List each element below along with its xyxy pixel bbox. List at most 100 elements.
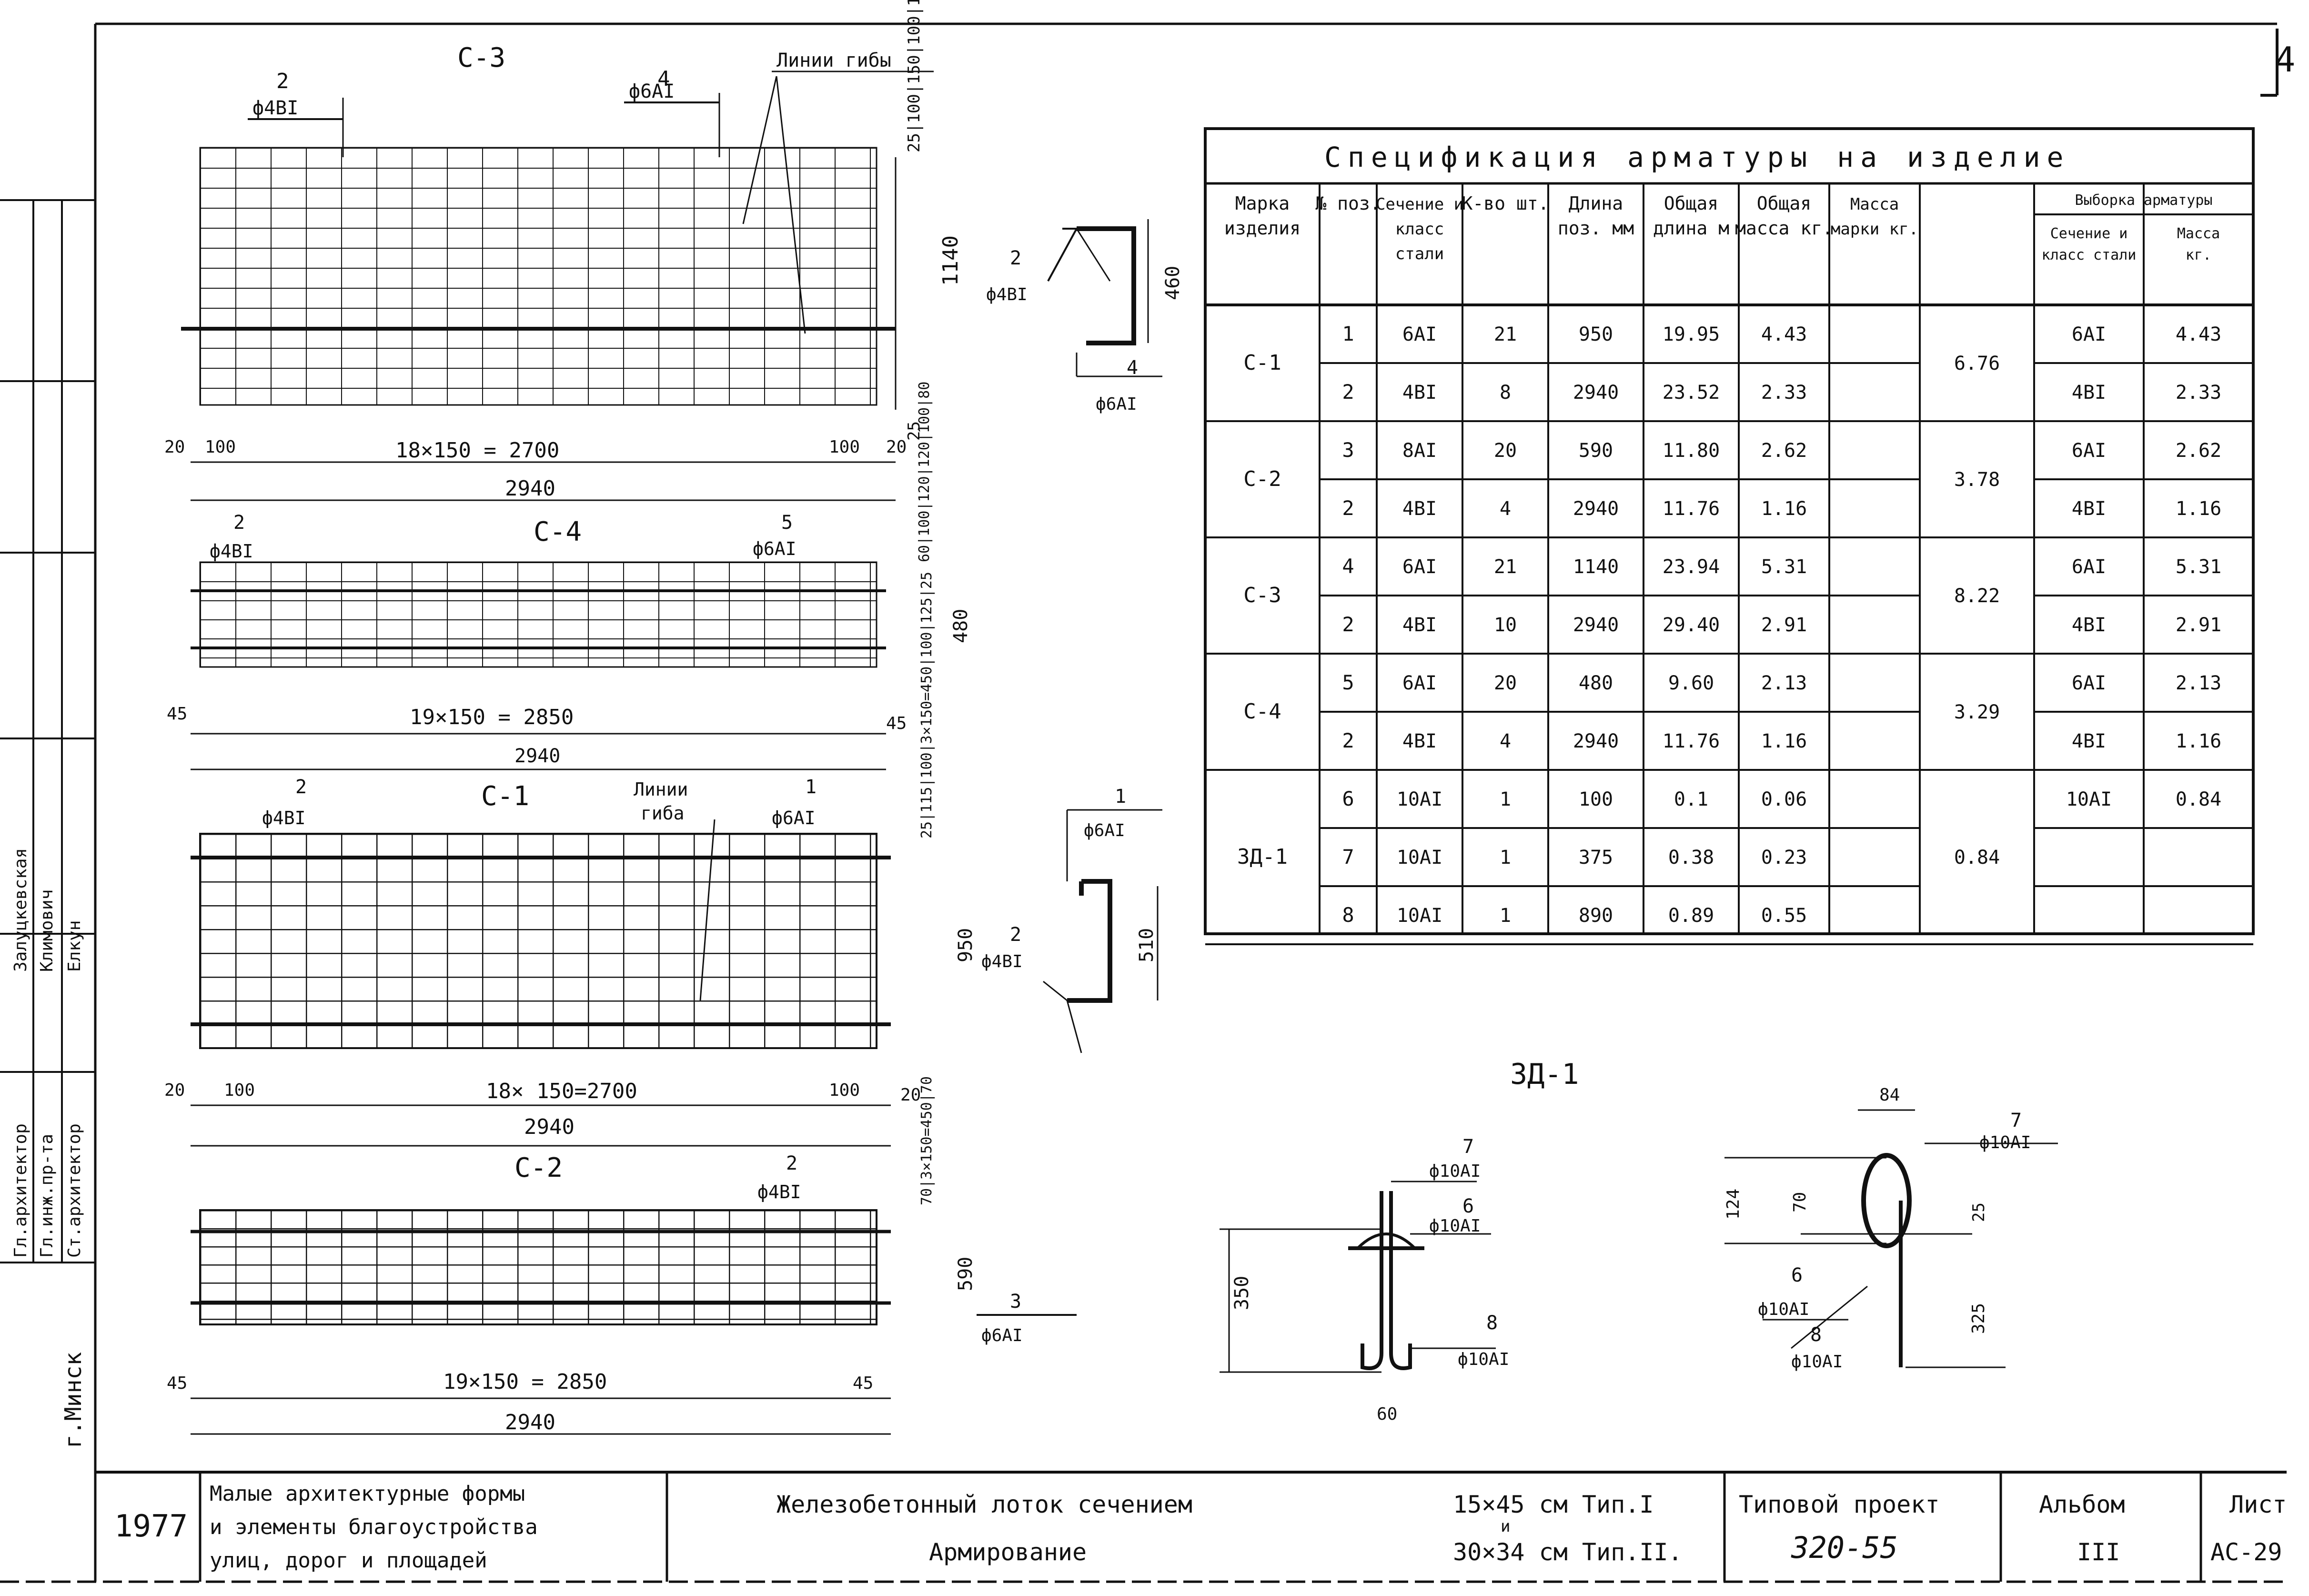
c3-rod2-label: ф4ВI (252, 97, 298, 119)
section-2 (1043, 809, 1162, 1053)
zd1-right-detail (1724, 1109, 2058, 1368)
c2-title: С-2 (514, 1152, 563, 1183)
c1-dim-total: 2940 (524, 1115, 575, 1139)
th-pos-0: № поз. (1315, 193, 1381, 214)
c3-dim-end-100r: 100 (829, 437, 860, 457)
zd1-right-pos8: 8 (1810, 1324, 1822, 1346)
cell-total-length: 0.89 (1668, 905, 1714, 927)
cell-length: 950 (1579, 323, 1613, 345)
cell-sample-mass: 0.84 (2176, 788, 2221, 810)
c4-vert-dims: 60|100|120|120|100|80 (916, 382, 933, 562)
cell-section: 6АI (1402, 323, 1437, 345)
c1-dim-end-l: 20 (164, 1081, 185, 1100)
c1-weld-note-2: гиба (641, 803, 685, 824)
th-mark-0: Марка (1235, 193, 1290, 214)
stamp-role-3: Ст.архитектор (65, 1123, 84, 1258)
cell-length: 2940 (1573, 614, 1619, 636)
title-block-lines (94, 1472, 2202, 1582)
tb-desc-and: и (1501, 1517, 1510, 1536)
cell-total-length: 23.52 (1663, 382, 1720, 404)
cell-total-length: 19.95 (1663, 323, 1720, 345)
zd1-left-pos7: 7 (1462, 1136, 1474, 1158)
zd1-right-rod7: ф10АI (1979, 1133, 2031, 1152)
cell-pos: 2 (1342, 380, 1354, 404)
stamp-name-1: Залуцкевская (11, 848, 30, 972)
stamp-name-2: Климович (37, 889, 57, 972)
cell-total-length: 29.40 (1663, 614, 1720, 636)
cell-sample-section: 4ВI (2072, 730, 2106, 752)
cell-pos: 3 (1342, 438, 1354, 462)
cell-pos: 2 (1342, 729, 1354, 752)
zd1-title: ЗД-1 (1510, 1058, 1579, 1091)
cell-qty: 21 (1494, 556, 1517, 578)
c4-rod5-label: ф6АI (753, 538, 797, 559)
cell-total-length: 11.76 (1663, 730, 1720, 752)
c3-height: 1140 (938, 235, 963, 286)
cell-section: 4ВI (1402, 614, 1437, 636)
sec2-dim: 510 (1136, 928, 1158, 962)
cell-total-mass: 2.33 (1761, 382, 1807, 404)
c3-rod4-label: ф6АI (629, 81, 675, 102)
cell-total-mass: 0.23 (1761, 847, 1807, 869)
zd1-right-124: 124 (1724, 1189, 1743, 1220)
cell-pos: 2 (1342, 496, 1354, 520)
c4-dim-end-l: 45 (167, 704, 187, 724)
cell-sample-mass: 2.62 (2176, 440, 2221, 462)
cell-section: 4ВI (1402, 730, 1437, 752)
cell-total-mass: 5.31 (1761, 556, 1807, 578)
cell-pos: 4 (1342, 555, 1354, 578)
cell-pos: 6 (1342, 787, 1354, 810)
c3-dim-main: 18×150 = 2700 (395, 438, 559, 463)
th-total-mass-1: масса кг. (1735, 218, 1833, 239)
c2-dim-end-r: 45 (853, 1374, 873, 1393)
row-mark-mass: 0.84 (1954, 847, 2000, 869)
row-mark-mass: 3.78 (1954, 469, 2000, 491)
c4-rod2-label: ф4ВI (210, 541, 253, 562)
c3-title: С-3 (457, 42, 505, 73)
tb-project-label: Типовой проект (1739, 1491, 1939, 1518)
cell-pos: 1 (1342, 322, 1354, 345)
tb-desc-size-1: 15×45 см Тип.I (1453, 1491, 1654, 1518)
cell-total-length: 0.1 (1674, 788, 1708, 810)
cell-sample-section: 4ВI (2072, 614, 2106, 636)
c1-rod2-pos: 2 (295, 776, 307, 798)
zd1-right-325: 325 (1969, 1303, 1988, 1334)
cell-qty: 4 (1500, 498, 1511, 520)
c1-rod1-label: ф6АI (772, 808, 816, 828)
cell-length: 100 (1579, 788, 1613, 810)
cell-total-mass: 0.06 (1761, 788, 1807, 810)
cell-section: 10АI (1397, 788, 1442, 810)
row-mark: С-3 (1243, 583, 1281, 607)
c3-dim-end-r: 20 (886, 437, 907, 457)
cell-length: 590 (1579, 440, 1613, 462)
c2-dim-total: 2940 (505, 1410, 555, 1434)
stamp-role-2: Гл.инж.пр-та (37, 1134, 57, 1258)
th-mass-mark-1: марки кг. (1831, 220, 1918, 239)
cell-qty: 1 (1500, 788, 1511, 810)
row-mark: С-4 (1243, 699, 1281, 724)
tb-desc-1: Железобетонный лоток сечением (776, 1491, 1192, 1518)
th-qty-0: К-во шт. (1462, 193, 1549, 214)
row-mark-mass: 8.22 (1954, 585, 2000, 607)
cell-sample-mass: 4.43 (2176, 323, 2221, 345)
c4-height: 480 (950, 609, 972, 643)
cell-pos: 5 (1342, 671, 1354, 694)
zd1-left-rod8: ф10АI (1458, 1350, 1509, 1369)
c4-dim-total: 2940 (514, 745, 560, 767)
th-s-mass-0: Масса (2177, 225, 2220, 242)
cell-total-length: 23.94 (1663, 556, 1720, 578)
c1-rod1-pos: 1 (805, 776, 817, 798)
sec1-pos2: 2 (1010, 247, 1021, 269)
zd1-left-h: 350 (1231, 1276, 1253, 1310)
c3-dim-end-l: 20 (164, 437, 185, 457)
spec-title: Спецификация арматуры на изделие (1324, 141, 2070, 173)
c1-height: 950 (955, 928, 977, 962)
c2-mesh (200, 1210, 877, 1324)
c3-dim-end-100l: 100 (205, 437, 236, 457)
th-s-section-0: Сечение и (2050, 225, 2128, 242)
sec2-rod1: ф6АI (1084, 821, 1125, 840)
cell-sample-section: 4ВI (2072, 498, 2106, 520)
cell-sample-section: 6АI (2072, 556, 2106, 578)
